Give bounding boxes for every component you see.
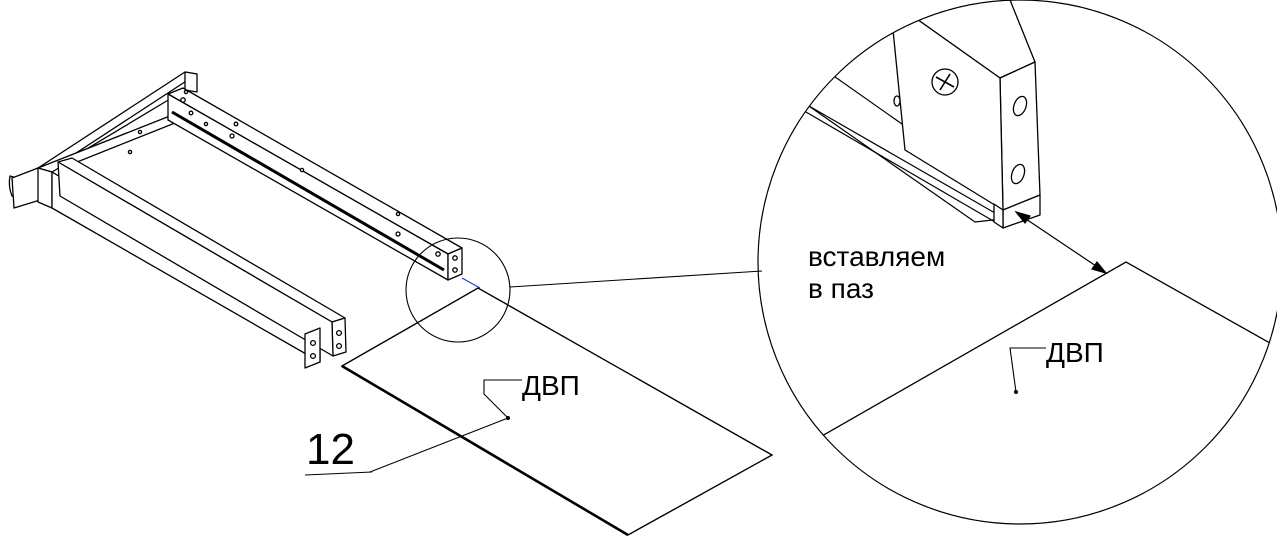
detail-connector-line: [509, 270, 763, 288]
instruction-line2: в паз: [808, 273, 874, 304]
screw-hole: [183, 89, 189, 95]
screw-hole: [127, 149, 133, 155]
right-rail: [167, 87, 463, 281]
part-leader-main: [304, 379, 522, 476]
detail-circle-large: [757, 0, 1277, 525]
inner-bar: [57, 157, 347, 357]
detail-circle-small: [405, 237, 511, 343]
furniture-frame: [8, 71, 463, 369]
detail-end-block: [889, 0, 1041, 229]
insert-arrow: [1014, 210, 1108, 275]
front-rail-end: [304, 327, 321, 369]
step-number: 12: [306, 425, 355, 474]
part-leader-detail: [1009, 347, 1046, 394]
instruction-line1: вставляем: [808, 241, 945, 272]
panel-label-detail: ДВП: [1046, 337, 1104, 368]
groove-connection-line: [461, 277, 481, 289]
fiberboard-panel: [340, 287, 774, 537]
panel-label-main: ДВП: [522, 370, 580, 401]
screw-hole: [137, 129, 143, 135]
end-cap: [8, 167, 41, 209]
